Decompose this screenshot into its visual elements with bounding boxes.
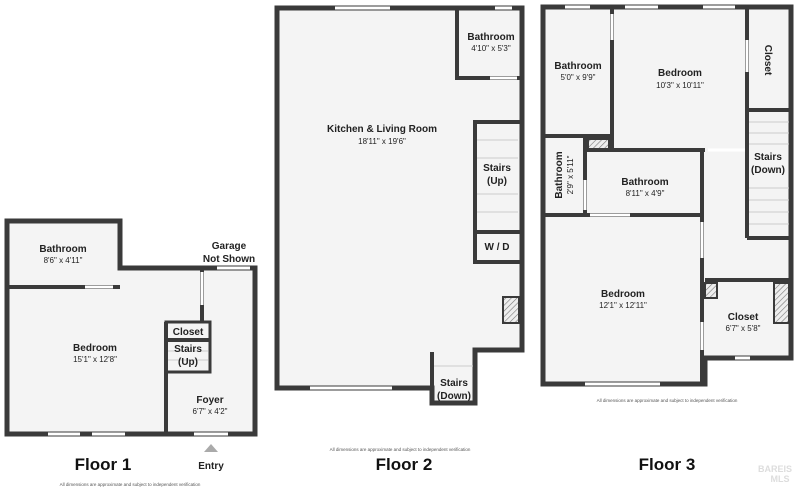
room-name: Kitchen & Living Room xyxy=(327,124,437,135)
room-dims: 18'11" x 19'6" xyxy=(358,137,406,146)
room-name: Stairs xyxy=(483,163,511,174)
room-name: Bathroom xyxy=(554,61,601,72)
disclaimer: All dimensions are approximate and subje… xyxy=(60,482,201,487)
entry-arrow-icon xyxy=(204,444,218,452)
room-name: Stairs xyxy=(174,344,202,355)
garage-label: Garage xyxy=(212,241,247,252)
room-name: Bedroom xyxy=(601,289,645,300)
floor-title: Floor 1 xyxy=(75,455,132,474)
room-dims: 6'7" x 5'8" xyxy=(726,324,761,333)
room-name: W / D xyxy=(485,242,510,253)
room-name: Bathroom xyxy=(467,32,514,43)
room-dims: 15'1" x 12'8" xyxy=(73,355,117,364)
entry-label: Entry xyxy=(198,461,224,472)
room-name: Stairs xyxy=(754,152,782,163)
room-name: Bathroom xyxy=(554,151,565,198)
floor-3: Bathroom 5'0" x 9'9" Bedroom 10'3" x 10'… xyxy=(540,4,794,474)
room-name: (Down) xyxy=(751,165,785,176)
room-name: Bedroom xyxy=(73,343,117,354)
room-dims: 4'10" x 5'3" xyxy=(471,44,511,53)
disclaimer: All dimensions are approximate and subje… xyxy=(597,398,738,403)
room-name: Closet xyxy=(728,312,759,323)
room-dims: 8'11" x 4'9" xyxy=(626,189,665,198)
stairs-steps xyxy=(749,121,789,225)
watermark-logo: MLS xyxy=(771,474,790,484)
garage-label: Not Shown xyxy=(203,254,255,265)
floor-title: Floor 3 xyxy=(639,455,696,474)
room-name: (Up) xyxy=(487,176,507,187)
room-dims: 2'9" x 5'11" xyxy=(566,155,575,194)
room-dims: 5'0" x 9'9" xyxy=(561,73,596,82)
room-name: (Up) xyxy=(178,357,198,368)
room-dims: 8'6" x 4'11" xyxy=(44,256,83,265)
room-dims: 10'3" x 10'11" xyxy=(656,81,704,90)
room-name: Bathroom xyxy=(39,244,86,255)
room-name: Closet xyxy=(173,327,204,338)
room-dims: 6'7" x 4'2" xyxy=(193,407,228,416)
room-name: Closet xyxy=(762,45,773,76)
floor-1: Bathroom 8'6" x 4'11" Garage Not Shown B… xyxy=(4,218,258,487)
disclaimer: All dimensions are approximate and subje… xyxy=(330,447,471,452)
floor-title: Floor 2 xyxy=(376,455,433,474)
room-dims: 12'1" x 12'11" xyxy=(599,301,647,310)
room-name: Bedroom xyxy=(658,68,702,79)
watermark-logo: BAREIS xyxy=(758,464,792,474)
stairs-steps xyxy=(434,139,518,367)
room-name: Bathroom xyxy=(621,177,668,188)
room-name: (Down) xyxy=(437,391,471,402)
room-name: Foyer xyxy=(196,395,223,406)
floor-2: Bathroom 4'10" x 5'3" Kitchen & Living R… xyxy=(274,5,525,474)
room-name: Stairs xyxy=(440,378,468,389)
